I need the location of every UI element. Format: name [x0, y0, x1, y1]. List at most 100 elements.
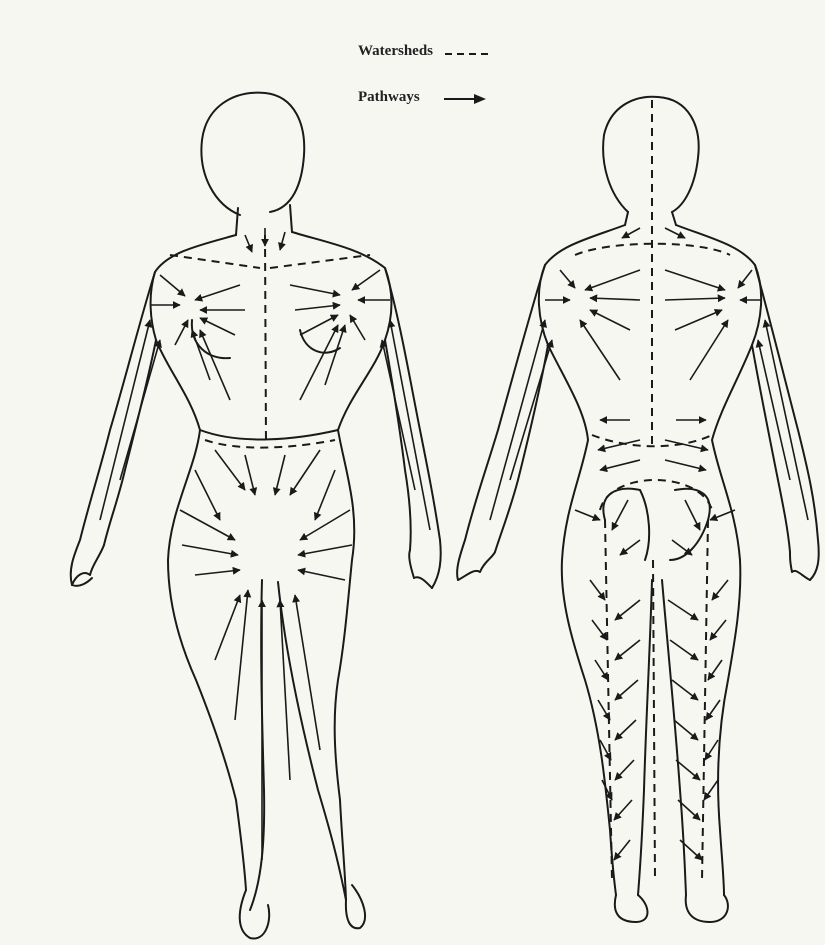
- back-arrow: [708, 660, 722, 680]
- front-arrow: [315, 470, 335, 520]
- front-arrow: [215, 450, 245, 490]
- front-right-arm: [385, 268, 441, 588]
- back-arrow: [615, 680, 638, 700]
- back-arrow: [674, 720, 698, 740]
- back-arrow: [615, 720, 636, 740]
- back-arrow: [668, 600, 698, 620]
- back-leg-inner-right: [662, 580, 686, 895]
- back-torso-right: [676, 225, 761, 895]
- back-buttock-watershed: [600, 480, 712, 510]
- back-arrow: [575, 510, 600, 520]
- back-arrow: [710, 620, 726, 640]
- front-arrow: [300, 510, 350, 540]
- back-arrow: [490, 320, 545, 520]
- front-arrow: [100, 320, 150, 520]
- front-right-hand: [409, 550, 432, 588]
- front-arrow: [295, 305, 340, 310]
- front-arrow: [275, 455, 285, 495]
- front-arrow: [180, 510, 235, 540]
- back-arrow: [738, 270, 752, 288]
- back-arrow: [595, 660, 608, 680]
- back-head: [603, 97, 699, 212]
- front-arrow: [295, 595, 320, 750]
- back-arrow: [665, 228, 685, 238]
- front-arrow: [300, 315, 338, 335]
- front-arrow: [195, 470, 220, 520]
- front-figure: [71, 93, 441, 939]
- back-arrow: [585, 270, 640, 290]
- front-arrow: [390, 320, 430, 530]
- front-right-foot: [346, 885, 365, 928]
- back-right-arm: [752, 265, 819, 580]
- front-arrow: [192, 330, 210, 380]
- back-arrow: [665, 270, 725, 290]
- back-arrow: [765, 320, 808, 520]
- front-arrow: [325, 325, 345, 385]
- back-arrow: [615, 760, 634, 780]
- back-leg-inner-left: [638, 580, 652, 895]
- back-arrow: [685, 500, 700, 530]
- back-arrow: [592, 620, 607, 640]
- front-left-arm: [71, 272, 156, 585]
- back-arrow: [665, 440, 708, 450]
- back-arrow: [665, 298, 725, 300]
- front-arrow: [298, 570, 345, 580]
- back-arrow: [590, 310, 630, 330]
- back-arrow: [614, 840, 630, 860]
- back-arrow: [560, 270, 575, 288]
- back-arrow: [672, 540, 692, 555]
- front-arrow: [160, 275, 185, 296]
- back-arrow: [622, 228, 640, 238]
- back-buttock-right: [670, 489, 710, 560]
- front-arrow: [182, 545, 238, 555]
- back-arrow: [704, 780, 718, 800]
- back-arrow: [710, 510, 735, 520]
- back-arrow: [600, 460, 640, 470]
- front-arrow: [350, 315, 365, 340]
- back-arrow: [706, 700, 720, 720]
- back-watersheds: [575, 100, 730, 880]
- back-arrow: [590, 298, 640, 300]
- back-right-foot: [686, 895, 728, 922]
- back-figure: [457, 97, 819, 922]
- front-arrow: [280, 232, 285, 250]
- front-arrow: [195, 570, 240, 575]
- front-clavicle-watershed-right: [270, 255, 370, 268]
- back-arrow: [665, 460, 706, 470]
- back-arrow: [615, 600, 640, 620]
- front-arrow: [200, 318, 235, 335]
- back-arrow: [620, 540, 640, 555]
- front-waist-watershed: [205, 440, 335, 448]
- back-arrow: [612, 500, 628, 530]
- back-arrow: [712, 580, 728, 600]
- front-breast-left: [192, 320, 230, 358]
- front-waist-line: [200, 430, 338, 439]
- back-arrow: [705, 740, 718, 760]
- back-arrow: [670, 640, 698, 660]
- back-left-foot: [615, 895, 648, 922]
- back-left-arm: [457, 265, 548, 580]
- front-arrow: [298, 545, 352, 555]
- front-neck-left: [236, 208, 238, 235]
- back-right-hand: [790, 552, 810, 580]
- back-torso-left: [539, 225, 625, 895]
- back-arrow: [590, 580, 605, 600]
- back-arrow: [580, 320, 620, 380]
- front-arrow: [245, 235, 252, 252]
- front-arrow: [245, 455, 255, 495]
- front-arrow: [352, 270, 380, 290]
- front-midline-watershed: [265, 235, 266, 445]
- front-arrow: [280, 600, 290, 780]
- front-arrow: [175, 320, 188, 345]
- back-leg-watershed-center: [653, 560, 655, 880]
- front-arrow: [290, 450, 320, 495]
- front-arrow: [235, 590, 248, 720]
- back-arrow: [614, 800, 632, 820]
- front-neck-right: [290, 205, 292, 232]
- front-arrow: [290, 285, 340, 295]
- back-left-hand: [458, 552, 495, 580]
- front-arrow: [215, 595, 240, 660]
- back-arrow: [675, 310, 722, 330]
